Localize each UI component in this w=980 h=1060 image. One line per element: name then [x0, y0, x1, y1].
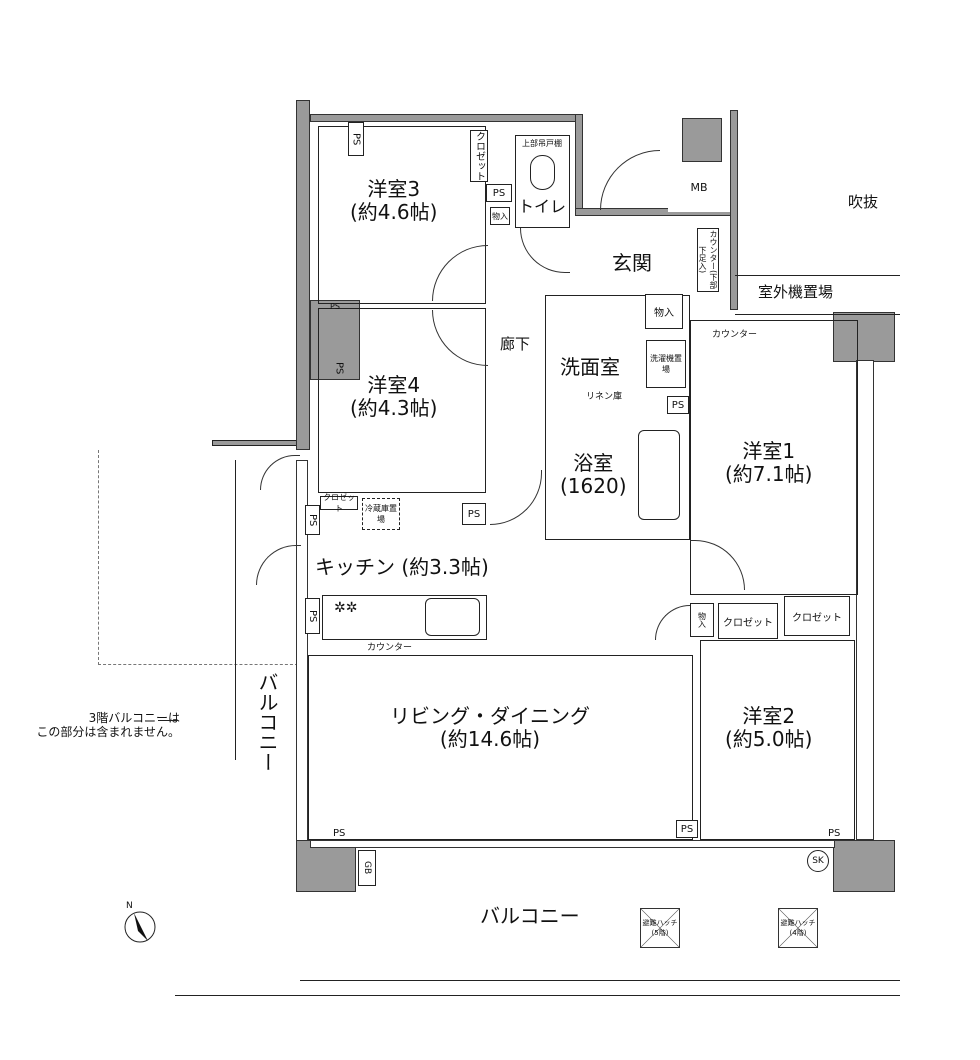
bathtub	[638, 430, 680, 520]
side-balcony-rail	[212, 440, 298, 446]
room-western3: 洋室3(約4.6帖)	[350, 178, 437, 224]
evacuation-hatch-4f[interactable]: 避難ハッチ(4階)	[778, 908, 818, 948]
room-toilet: トイレ	[518, 197, 567, 216]
ps-washroom: PS	[667, 396, 689, 414]
outdoor-unit-label: 室外機置場	[758, 283, 834, 301]
room-washroom: 洗面室	[560, 355, 620, 379]
room-kitchen: キッチン (約3.3帖)	[315, 555, 489, 579]
wall-mb	[682, 118, 722, 162]
storage-entrance[interactable]: 物入	[645, 294, 683, 329]
counter-shoes: カウンター(下部下足入)	[697, 228, 719, 292]
room-size: (約14.6帖)	[439, 727, 541, 751]
closet-room2[interactable]: クロゼット	[718, 603, 778, 639]
wall-right-bottom	[833, 840, 895, 892]
wall-left-corner	[296, 840, 356, 892]
door-corridor[interactable]	[490, 470, 542, 525]
room-name: 洋室2	[742, 704, 796, 728]
living-box	[308, 655, 693, 840]
counter-kitchen-label: カウンター	[367, 643, 413, 653]
closet-kitchen[interactable]: クロゼット	[320, 493, 358, 513]
note-leader	[158, 720, 178, 721]
room-living: リビング・ダイニング(約14.6帖)	[390, 705, 590, 751]
hatch-label: 避難ハッチ(5階)	[642, 919, 678, 937]
storage-room2[interactable]: 物入	[690, 603, 714, 637]
ps-room2: PS	[676, 820, 698, 838]
washroom-box	[545, 295, 690, 540]
toilet-bowl	[530, 155, 555, 190]
void-label: 吹抜	[848, 193, 879, 211]
room-name: 洋室3	[367, 177, 421, 201]
room-balcony-side: バルコニー	[255, 672, 279, 772]
room-corridor: 廊下	[500, 335, 531, 353]
kitchen-counter	[322, 595, 487, 640]
ps-kitchen-top: PS	[305, 505, 320, 535]
room1-box	[690, 320, 858, 595]
sink	[425, 598, 480, 636]
note-line1: 3階バルコニーは	[88, 711, 180, 725]
door-entrance[interactable]	[600, 150, 660, 210]
room-size: (約4.6帖)	[350, 200, 438, 224]
lower-balcony-outline	[98, 450, 298, 665]
room-entrance: 玄関	[612, 251, 652, 275]
counter-entrance-label: カウンター	[712, 330, 758, 340]
wall-entry-top	[575, 114, 583, 214]
closet-room3[interactable]: クロゼット	[470, 130, 488, 182]
wall-left	[296, 100, 310, 450]
upper-cabinet-label: 上部吊戸棚	[522, 139, 562, 148]
room-bathroom: 浴室(1620)	[560, 452, 627, 498]
balcony-note: 3階バルコニーは この部分は含まれません。	[0, 711, 180, 740]
laundry-space: 洗濯機置場	[646, 340, 686, 388]
storage-toilet[interactable]: 物入	[490, 207, 510, 225]
room-balcony: バルコニー	[480, 904, 580, 928]
note-line2: この部分は含まれません。	[36, 724, 180, 739]
room-size: (約5.0帖)	[725, 727, 813, 751]
ps-toilet: PS	[486, 184, 512, 202]
ps-living: PS	[333, 828, 346, 839]
room-western2: 洋室2(約5.0帖)	[725, 705, 812, 751]
room-size: (1620)	[560, 474, 627, 498]
room-western4: 洋室4(約4.3帖)	[350, 374, 437, 420]
door-room2[interactable]	[655, 605, 695, 640]
room4-box	[318, 308, 486, 493]
outdoor-unit-area	[735, 275, 900, 315]
side-balcony-inner	[235, 460, 236, 760]
ps-room2-right: PS	[828, 828, 841, 839]
ps-kitchen: PS	[305, 598, 320, 634]
evacuation-hatch-5f[interactable]: 避難ハッチ(5階)	[640, 908, 680, 948]
compass-north-label: N	[126, 901, 133, 911]
room-name: 洋室1	[742, 439, 796, 463]
door-toilet[interactable]	[520, 228, 570, 273]
room-name: 浴室	[573, 451, 614, 475]
ps-room3: PS	[348, 122, 364, 156]
wall-top	[310, 114, 582, 122]
room-name: 洋室4	[367, 373, 421, 397]
ps-room4: PS	[333, 361, 345, 375]
wall-mb-right	[730, 110, 738, 310]
linen-label: リネン庫	[586, 392, 623, 402]
gb-box: GB	[358, 850, 376, 886]
room-size: (約4.3帖)	[350, 396, 438, 420]
fridge-space: 冷蔵庫置場	[362, 498, 400, 530]
room-name: リビング・ダイニング	[390, 704, 590, 728]
room2-box	[700, 640, 855, 840]
balcony-rail-bottom	[300, 980, 900, 981]
room3-box	[318, 126, 486, 304]
wall-bottom	[310, 840, 835, 848]
compass-icon: N	[120, 901, 160, 945]
stove-icon: ✲✲	[334, 600, 358, 616]
ps-corridor: PS	[462, 503, 486, 525]
closet-room1[interactable]: クロゼット	[784, 596, 850, 636]
hatch-label: 避難ハッチ(4階)	[780, 919, 816, 937]
ps-label-mid: PS	[330, 302, 340, 311]
room-size: (約7.1帖)	[725, 462, 813, 486]
room-western1: 洋室1(約7.1帖)	[725, 440, 812, 486]
mb-box[interactable]: MB	[668, 162, 730, 212]
wall-right	[856, 360, 874, 840]
balcony-outline	[175, 995, 900, 996]
sk-box: SK	[807, 850, 829, 872]
